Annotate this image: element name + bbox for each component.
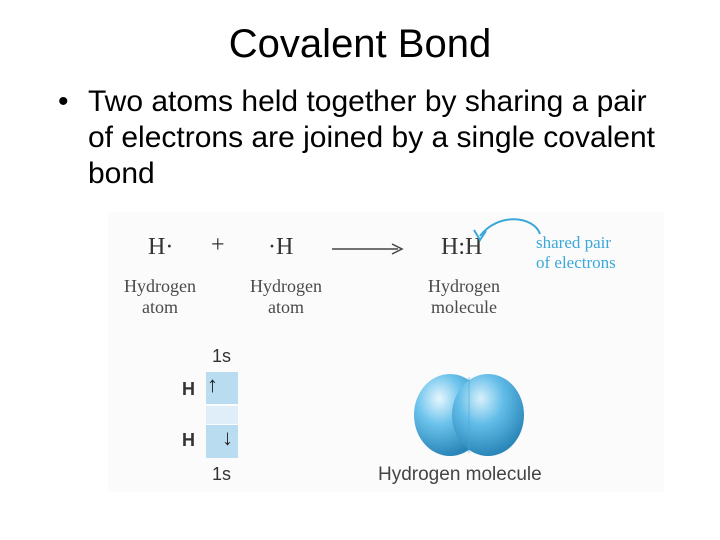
left-atom-symbol: H· xyxy=(148,234,174,260)
shared-pair-label: shared pair of electrons xyxy=(536,233,616,272)
orbital-1s-top: 1s xyxy=(212,346,232,366)
spin-down-arrow: ↓ xyxy=(222,425,233,450)
orbital-box-bottom xyxy=(206,425,238,458)
right-atom-symbol: ·H xyxy=(268,234,294,260)
orbital-box-top xyxy=(206,372,238,404)
bullet-text: Two atoms held together by sharing a pai… xyxy=(88,85,656,190)
right-atom-label: Hydrogen atom xyxy=(250,276,322,317)
shared-pair-pointer-icon xyxy=(473,218,541,242)
hydrogen-bond-figure: H· + ·H H:H shared pair of electrons Hyd… xyxy=(108,212,664,492)
reaction-arrow-icon xyxy=(332,243,404,255)
orbital-atom-2: H xyxy=(182,430,195,450)
left-atom-label: Hydrogen atom xyxy=(124,276,196,317)
plus-sign: + xyxy=(211,232,225,258)
hydrogen-molecule-sphere-icon xyxy=(414,374,524,456)
molecule-caption: Hydrogen molecule xyxy=(378,464,542,485)
slide-title: Covalent Bond xyxy=(228,22,492,66)
orbital-1s-bottom: 1s xyxy=(212,464,232,484)
spin-up-arrow: ↑ xyxy=(207,372,218,397)
orbital-overlap xyxy=(206,406,238,424)
bullet-marker: • xyxy=(58,85,69,118)
molecule-label: Hydrogen molecule xyxy=(428,276,500,317)
molecule-symbol: H:H xyxy=(441,234,483,260)
orbital-atom-1: H xyxy=(182,379,195,399)
